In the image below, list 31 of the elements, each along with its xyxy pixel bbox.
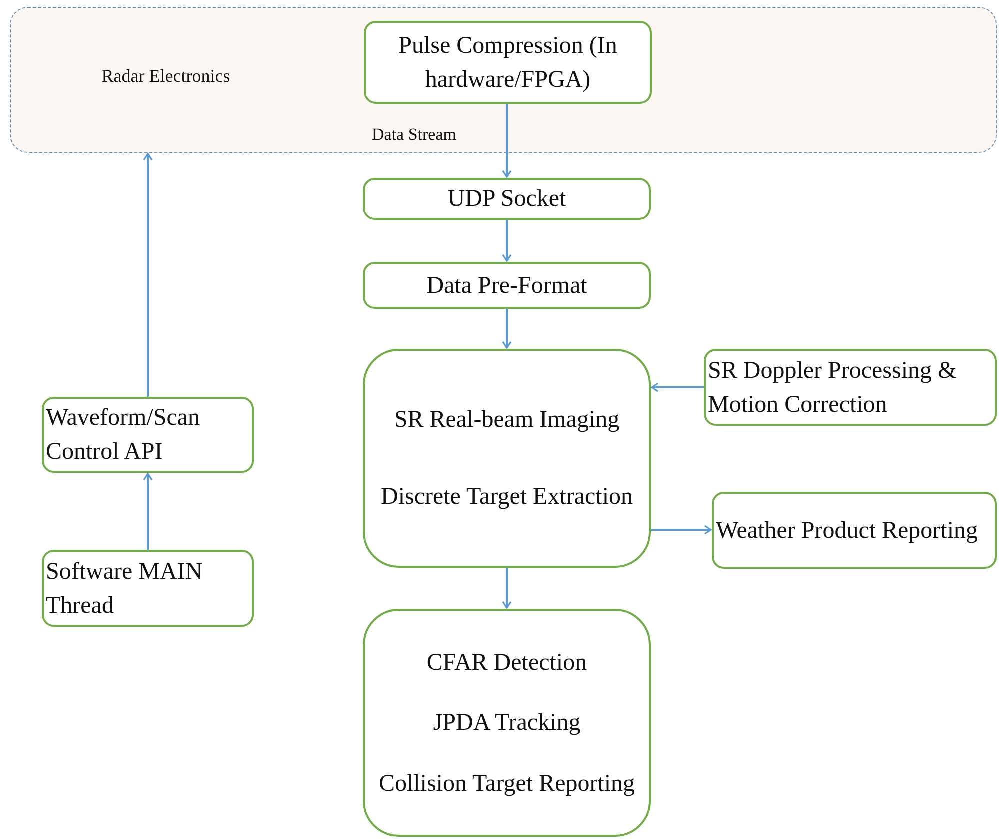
box-text: Data Pre-Format — [426, 272, 588, 300]
arrow — [143, 153, 153, 397]
box-text: Discrete Target Extraction — [381, 483, 633, 512]
process-box — [42, 397, 254, 473]
process-box — [704, 349, 997, 426]
box-text: SR Doppler Processing & Motion Correction — [708, 356, 958, 420]
arrow — [502, 568, 512, 609]
arrow — [502, 220, 512, 262]
box-text: JPDA Tracking — [433, 709, 581, 738]
arrow — [502, 309, 512, 349]
process-box — [363, 609, 651, 837]
process-box — [42, 550, 254, 627]
arrow — [651, 382, 704, 392]
box-text: Software MAIN Thread — [46, 558, 204, 620]
box-text: CFAR Detection — [426, 648, 588, 678]
box-text: Waveform/Scan Control API — [46, 404, 202, 467]
arrow — [651, 525, 712, 535]
process-box — [363, 262, 651, 309]
system-band — [10, 7, 997, 153]
process-box — [363, 178, 651, 220]
arrow — [143, 473, 153, 550]
arrow — [502, 103, 512, 178]
box-text: Pulse Compression (In hardware/FPGA) — [398, 32, 618, 94]
box-text: Collision Target Reporting — [378, 770, 636, 798]
process-box — [364, 21, 652, 104]
band-label: Radar Electronics — [102, 65, 230, 88]
box-text: UDP Socket — [448, 185, 566, 214]
process-box — [363, 349, 651, 568]
process-box — [712, 492, 997, 569]
box-text: SR Real-beam Imaging — [394, 406, 620, 435]
box-text: Weather Product Reporting — [716, 516, 979, 546]
